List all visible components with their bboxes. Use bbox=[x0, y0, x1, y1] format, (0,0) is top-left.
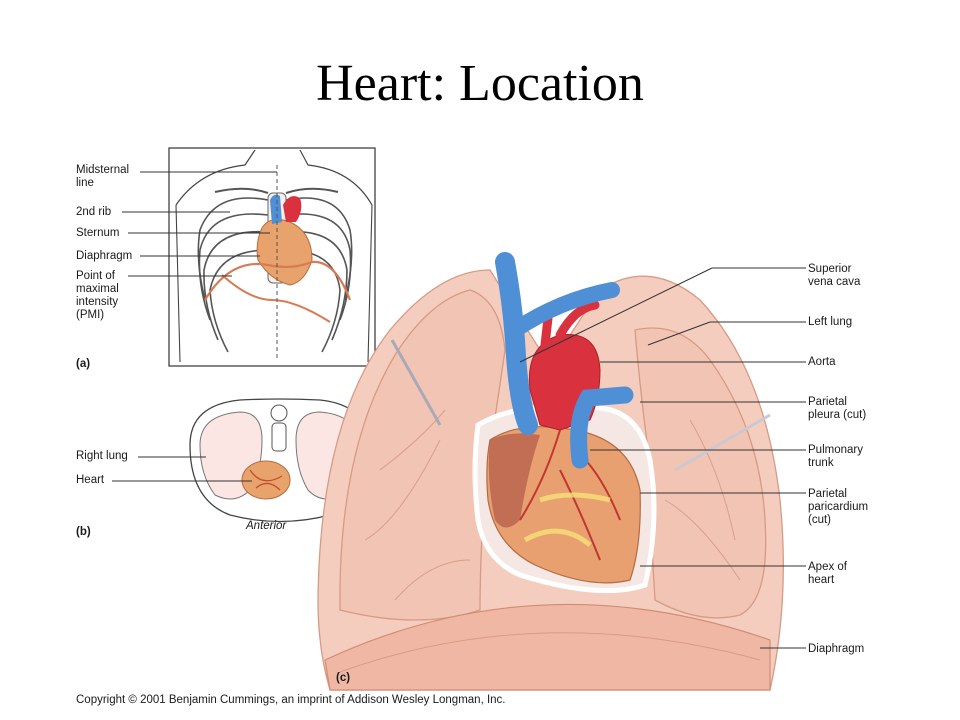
label-left-lung: Left lung bbox=[808, 316, 853, 328]
label-pulmonary-trunk: Pulmonary trunk bbox=[808, 444, 863, 469]
label-midsternal-line: Midsternal line bbox=[76, 164, 130, 189]
label-diaphragm-c: Diaphragm bbox=[808, 643, 865, 655]
label-anterior: Anterior bbox=[246, 520, 287, 532]
slide-title: Heart: Location bbox=[316, 55, 644, 112]
panel-a-letter: (a) bbox=[76, 358, 91, 370]
copyright-notice: Copyright © 2001 Benjamin Cummings, an i… bbox=[76, 694, 506, 706]
label-superior-vena-cava: Superior vena cava bbox=[808, 263, 861, 288]
panel-c-letter: (c) bbox=[336, 672, 351, 684]
label-apex-of-heart: Apex of heart bbox=[808, 561, 847, 586]
label-pmi: Point of maximal intensity (PMI) bbox=[76, 270, 119, 321]
label-2nd-rib: 2nd rib bbox=[76, 206, 112, 218]
label-parietal-pleura: Parietal pleura (cut) bbox=[808, 396, 867, 421]
panel-c-dissection-figure bbox=[317, 252, 806, 691]
label-diaphragm-a: Diaphragm bbox=[76, 250, 133, 262]
label-sternum: Sternum bbox=[76, 227, 120, 239]
label-right-lung: Right lung bbox=[76, 450, 128, 462]
label-aorta: Aorta bbox=[808, 356, 836, 368]
label-heart: Heart bbox=[76, 474, 105, 486]
panel-a-thorax-figure bbox=[122, 147, 376, 367]
panel-b-letter: (b) bbox=[76, 526, 91, 538]
label-parietal-pericardium: Parietal paricardium (cut) bbox=[808, 488, 869, 526]
